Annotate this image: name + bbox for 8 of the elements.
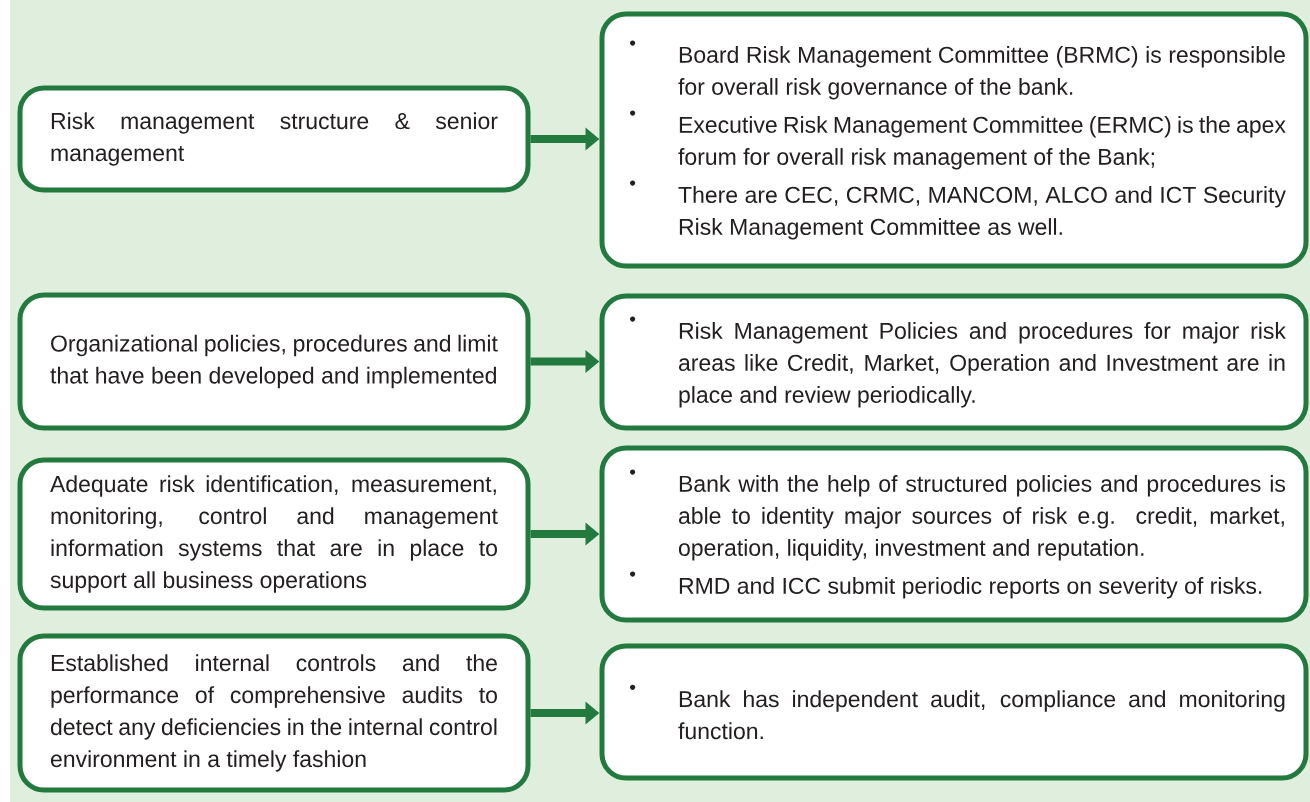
text-box: Organizational policies, procedures and limit that have been developed and implemented <box>17 292 531 431</box>
bullet-list-box: Board Risk Management Committee (BRMC) is responsible for overall risk governance of the bank. Executive Risk Management Committee (ERMC) is the apex forum for overall risk management of the Bank; There are CEC, CRMC, MANCOM, ALCO and ICT Security Risk Management Committee as well. <box>599 11 1309 269</box>
text-box: Risk management structure & senior management <box>17 85 531 193</box>
text-box: Established internal controls and the performance of comprehensive audits to detect any deficiencies in the internal control environment in a timely fashion <box>17 633 531 793</box>
bullet-list-box: Bank has independent audit, compliance and monitoring function. <box>599 643 1309 781</box>
bullet-list-box: Risk Management Policies and procedures for major risk areas like Credit, Market, Operation and Investment are in place and review periodically. <box>599 293 1309 431</box>
bullet-list-box: Bank with the help of structured policies and procedures is able to identity major sources of risk e.g. credit, market, operation, liquidity, investment and reputation. RMD and ICC submit periodic reports on severity of risks. <box>599 445 1309 623</box>
text-box: Adequate risk identification, measurement, monitoring, control and management information systems that are in place to support all business operations <box>17 457 531 611</box>
